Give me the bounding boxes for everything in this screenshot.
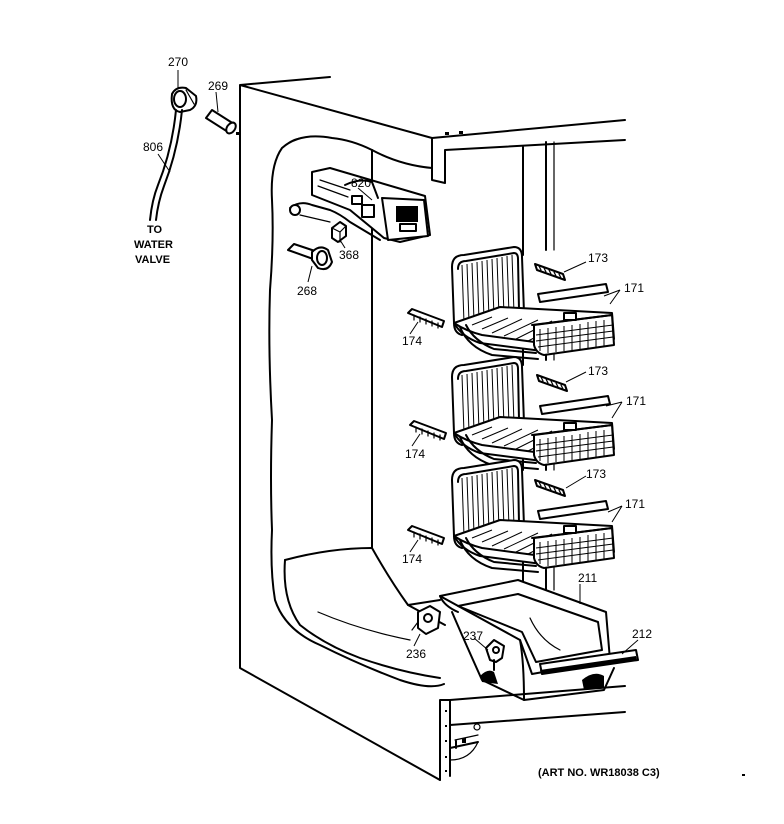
callout-820: 820 [351,176,371,190]
shelf-support-174-top [407,308,445,329]
shelf-support-173-top [534,263,566,281]
water-line-sleeve-269 [205,109,237,135]
art-number: (ART NO. WR18038 C3) [538,767,660,779]
callout-171-top: 171 [624,281,644,295]
callout-211: 211 [578,571,597,585]
callout-268: 268 [297,284,317,298]
callout-806: 806 [143,140,163,154]
pan-211 [439,579,615,701]
callout-labels: 270 269 806 TO WATER VALVE 820 368 268 1… [134,55,660,779]
shelf-support-173-middle [536,374,568,392]
callout-173-middle: 173 [588,364,608,378]
pan-support-237 [485,639,505,671]
actuator-268 [287,243,333,271]
shelf-support-173-bottom [534,479,566,497]
callout-212: 212 [632,627,652,641]
callout-174-middle: 174 [405,447,425,461]
callout-368: 368 [339,248,359,262]
callout-174-bottom: 174 [402,552,422,566]
callout-269: 269 [208,79,228,93]
shelf-rail-cover-top [537,283,609,303]
water-fitting-assembly [170,86,198,113]
water-label-water: WATER [134,239,173,251]
shelf-support-174-bottom [407,525,445,546]
water-label-to: TO [147,224,163,236]
callout-171-bottom: 171 [625,497,645,511]
pan-trim-212 [539,649,639,675]
clip-368 [331,221,347,243]
shelf-rail-cover-bottom [537,500,609,520]
callout-173-top: 173 [588,251,608,265]
pan-support-236 [411,605,441,635]
dispenser-control-820 [289,167,431,243]
shelf-support-174-middle [409,420,447,441]
shelf-rail-cover-middle [539,395,611,415]
callout-236: 236 [406,647,426,661]
callout-174-top: 174 [402,334,422,348]
callout-237: 237 [463,629,483,643]
callout-173-bottom: 173 [586,467,606,481]
callout-171-middle: 171 [626,394,646,408]
water-label-valve: VALVE [135,254,170,266]
water-line-tube-806 [149,109,183,221]
leader-lines [157,70,639,655]
callout-270: 270 [168,55,188,69]
